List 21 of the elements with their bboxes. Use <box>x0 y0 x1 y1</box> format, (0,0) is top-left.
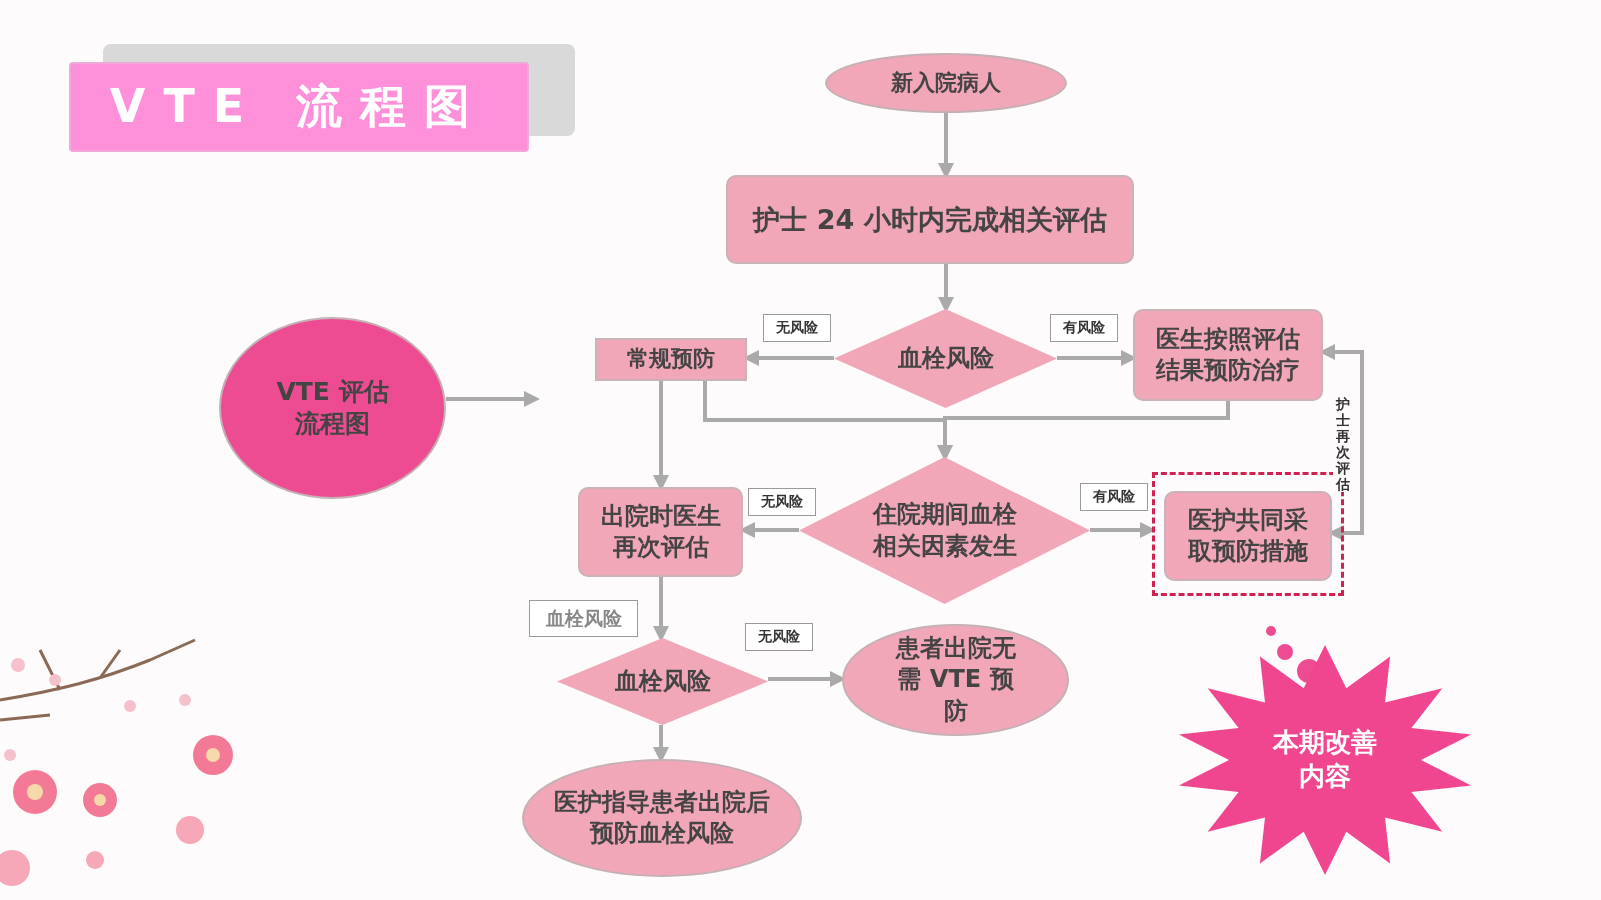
arrow <box>653 577 669 642</box>
edge-label: 有风险 <box>1050 314 1118 342</box>
edge-label: 有风险 <box>1080 483 1148 511</box>
arrow <box>937 401 1230 461</box>
terminal-ellipse: 患者出院无需 VTE 预防 <box>842 624 1069 736</box>
process-box: 医生按照评估结果预防治疗 <box>1133 309 1323 401</box>
arrow <box>938 264 954 313</box>
process-box: 出院时医生再次评估 <box>578 487 743 577</box>
edge-label: 无风险 <box>745 623 813 651</box>
edge-label: 无风险 <box>763 314 831 342</box>
terminal-ellipse: 新入院病人 <box>825 53 1067 113</box>
arrow <box>446 391 540 407</box>
edge-label: 无风险 <box>748 488 816 516</box>
process-box: 护士 24 小时内完成相关评估 <box>726 175 1134 264</box>
edge-label: 血栓风险 <box>529 600 638 637</box>
process-box: 常规预防 <box>595 338 747 381</box>
start-ellipse: VTE 评估流程图 <box>219 317 446 499</box>
decision-diamond: 血栓风险 <box>834 309 1057 408</box>
edge-label: 护士再次评估 <box>1333 396 1353 492</box>
process-box: 医护共同采取预防措施 <box>1164 491 1332 581</box>
terminal-ellipse: 医护指导患者出院后预防血栓风险 <box>522 759 802 877</box>
